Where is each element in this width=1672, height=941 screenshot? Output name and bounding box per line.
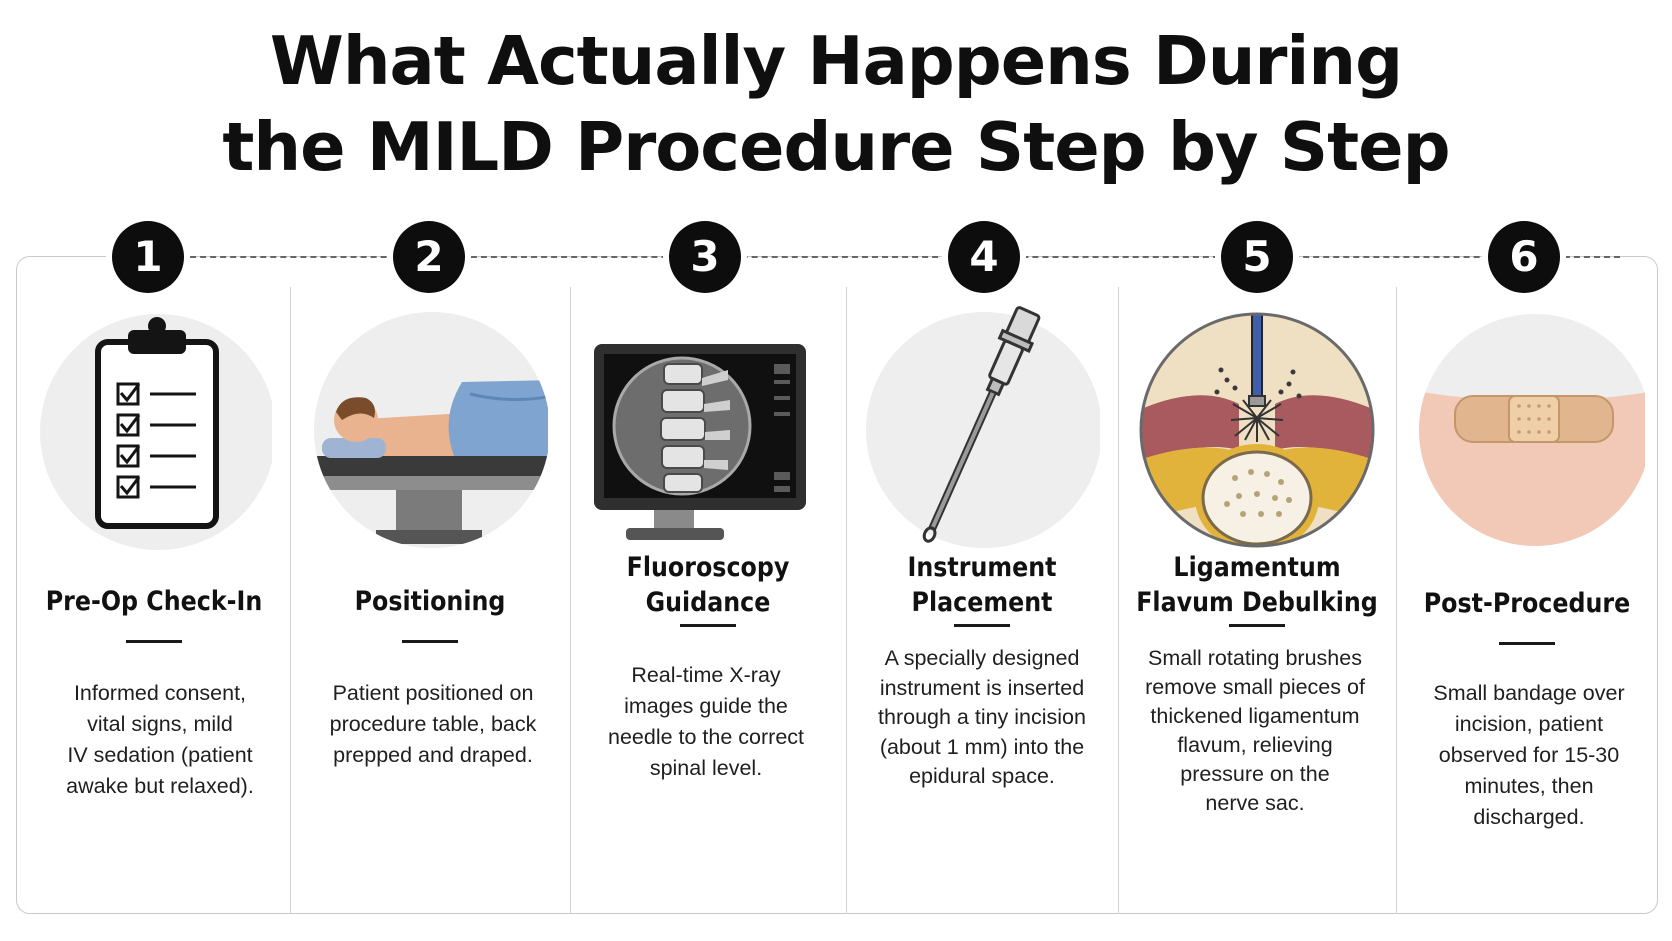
panel-divider: [290, 287, 291, 914]
step-4-description: A specially designed instrument is inser…: [849, 644, 1115, 792]
step-4-desc-line: A specially designed: [884, 646, 1080, 670]
step-4-desc-line: (about 1 mm) into the: [879, 734, 1085, 759]
step-1-title-line: Pre-Op Check-In: [45, 586, 263, 617]
step-4-desc-line: epidural space.: [909, 764, 1055, 788]
step-3-desc-line: images guide the: [624, 694, 788, 718]
step-5-desc-line: Small rotating brushes: [1148, 646, 1362, 670]
step-6-description: Small bandage over incision, patient obs…: [1404, 678, 1654, 833]
step-6-panel: Post-Procedure Small bandage over incisi…: [1396, 300, 1658, 910]
steps-frame: [16, 256, 1658, 914]
step-6-title: Post-Procedure: [1412, 586, 1643, 621]
step-2-description: Patient positioned on procedure table, b…: [298, 678, 568, 771]
step-1-description: Informed consent, vital signs, mild IV s…: [30, 678, 290, 802]
step-2-desc-line: Patient positioned on: [332, 681, 534, 705]
step-3-rule: [680, 624, 736, 627]
step-2-desc-line: procedure table, back: [329, 712, 537, 736]
panel-divider: [570, 287, 571, 914]
step-2-rule: [402, 640, 458, 643]
step-5-desc-line: flavum, relieving: [1177, 733, 1333, 757]
panel-divider: [1118, 287, 1119, 914]
step-5-desc-line: thickened ligamentum: [1150, 704, 1360, 728]
step-3-title: Fluoroscopy Guidance: [587, 550, 830, 620]
step-2-desc-line: prepped and draped.: [333, 743, 533, 767]
instrument-needle-icon: [864, 300, 1100, 560]
step-5-title: Ligamentum Flavum Debulking: [1135, 550, 1380, 620]
step-1-desc-line: Informed consent,: [73, 681, 247, 705]
step-6-desc-line: discharged.: [1473, 805, 1585, 829]
step-2-title-line: Positioning: [354, 586, 506, 617]
step-6-desc-line: observed for 15-30: [1438, 743, 1620, 767]
step-1-desc-line: IV sedation (patient: [67, 743, 253, 767]
step-6-desc-line: minutes, then: [1464, 774, 1594, 798]
step-5-title-line: Ligamentum: [1173, 552, 1341, 583]
step-4-number-badge: 4: [948, 221, 1020, 293]
step-5-title-line: Flavum Debulking: [1136, 587, 1378, 618]
step-3-description: Real-time X-ray images guide the needle …: [574, 660, 838, 784]
step-4-desc-line: instrument is inserted: [879, 675, 1085, 700]
step-3-desc-line: Real-time X-ray: [631, 663, 781, 687]
step-5-desc-line: pressure on the: [1180, 762, 1330, 786]
step-3-panel: Fluoroscopy Guidance Real-time X-ray ima…: [570, 300, 846, 910]
step-1-panel: Pre-Op Check-In Informed consent, vital …: [18, 300, 290, 910]
step-1-desc-line: awake but relaxed).: [66, 774, 254, 798]
bandage-icon: [1409, 300, 1645, 560]
clipboard-checklist-icon: [36, 300, 272, 560]
step-6-desc-line: Small bandage over: [1433, 681, 1625, 705]
step-5-number-badge: 5: [1221, 221, 1293, 293]
title-line-2: the MILD Procedure Step by Step: [222, 108, 1450, 186]
step-3-number-badge: 3: [669, 221, 741, 293]
panel-divider: [1396, 287, 1397, 914]
step-1-title: Pre-Op Check-In: [34, 584, 273, 619]
spine-debulking-icon: [1139, 300, 1375, 560]
step-5-description: Small rotating brushes remove small piec…: [1120, 644, 1390, 818]
step-4-panel: Instrument Placement A specially designe…: [846, 300, 1118, 910]
step-3-title-line: Fluoroscopy: [626, 552, 790, 583]
page-title: What Actually Happens During the MILD Pr…: [0, 18, 1672, 190]
step-2-title: Positioning: [307, 584, 553, 619]
step-4-title-line: Instrument: [907, 552, 1057, 583]
step-5-panel: Ligamentum Flavum Debulking Small rotati…: [1118, 300, 1396, 910]
step-5-rule: [1229, 624, 1285, 627]
step-6-title-line: Post-Procedure: [1423, 588, 1631, 619]
step-6-desc-line: incision, patient: [1454, 712, 1604, 736]
step-4-title: Instrument Placement: [862, 550, 1101, 620]
step-1-rule: [126, 640, 182, 643]
step-6-rule: [1499, 642, 1555, 645]
step-6-number-badge: 6: [1488, 221, 1560, 293]
step-3-desc-line: spinal level.: [649, 756, 763, 780]
step-5-desc-line: nerve sac.: [1205, 791, 1305, 815]
step-1-number-badge: 1: [112, 221, 184, 293]
patient-on-table-icon: [312, 300, 548, 560]
step-3-title-line: Guidance: [645, 587, 771, 618]
step-4-rule: [954, 624, 1010, 627]
step-4-desc-line: through a tiny incision: [878, 705, 1086, 729]
step-1-desc-line: vital signs, mild: [87, 712, 233, 736]
step-2-number-badge: 2: [393, 221, 465, 293]
step-3-desc-line: needle to the correct: [607, 725, 804, 749]
step-2-panel: Positioning Patient positioned on proced…: [290, 300, 570, 910]
step-connector-line: [150, 256, 1620, 258]
step-4-title-line: Placement: [911, 587, 1053, 618]
xray-monitor-icon: [590, 300, 826, 560]
title-line-1: What Actually Happens During: [269, 22, 1403, 100]
panel-divider: [846, 287, 847, 914]
step-5-desc-line: remove small pieces of: [1145, 675, 1365, 699]
